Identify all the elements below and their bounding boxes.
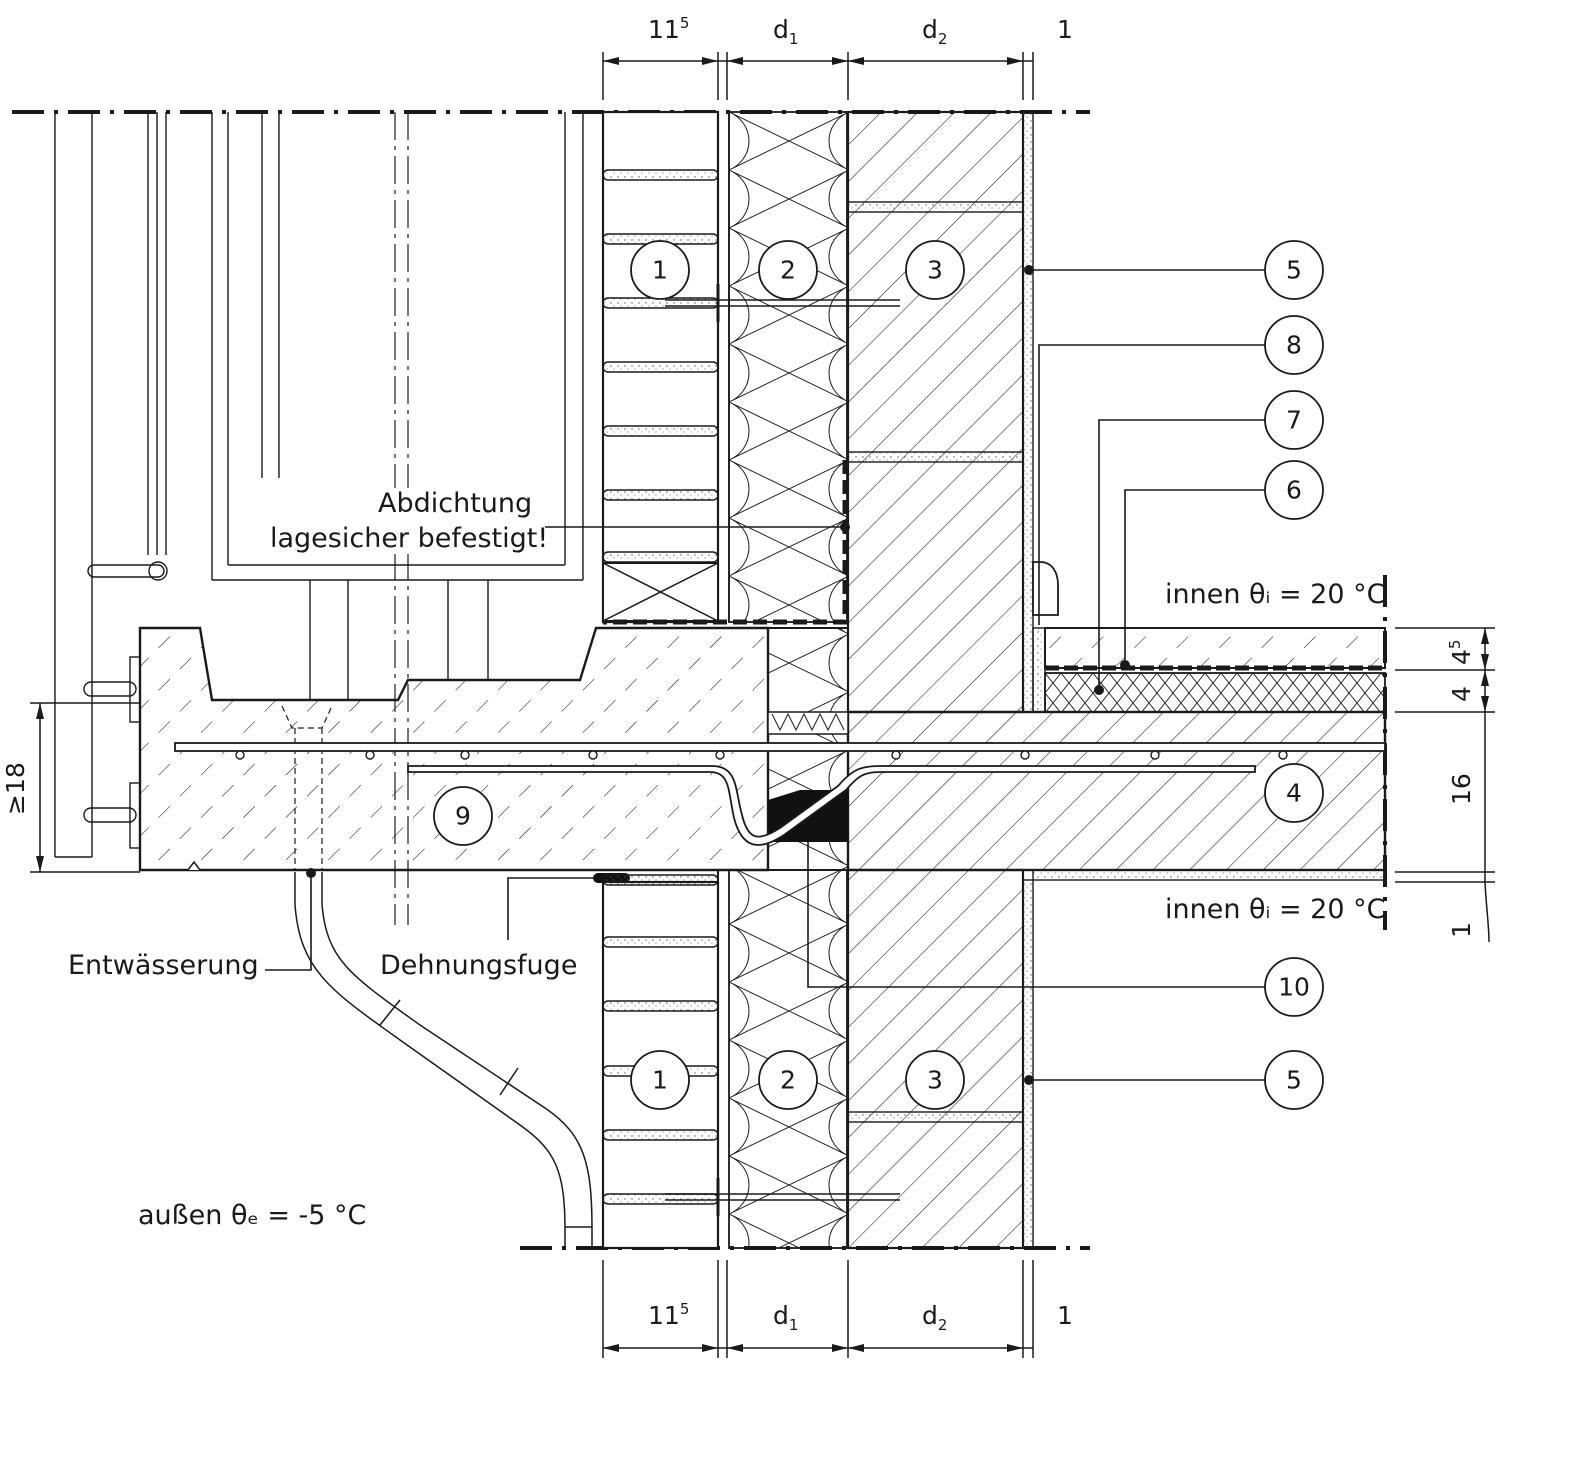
- callout-5-lower: 5: [1264, 1050, 1324, 1110]
- dim-top-1: 115: [648, 14, 689, 44]
- dim-right-1: 45: [1446, 640, 1476, 665]
- dimension-lines: [30, 52, 1495, 1358]
- callout-8: 8: [1264, 315, 1324, 375]
- svg-text:5: 5: [1286, 1066, 1302, 1095]
- svg-text:3: 3: [927, 1066, 943, 1095]
- dim-top-3: d2: [922, 15, 947, 48]
- wall-anchor-lower: [665, 1178, 900, 1216]
- upper-masonry: [846, 110, 1034, 714]
- dim-right-2: 4: [1447, 686, 1476, 702]
- callout-leader-dots: [1024, 265, 1130, 1085]
- svg-text:8: 8: [1286, 331, 1302, 360]
- wall-anchor-upper: [665, 284, 900, 322]
- sealing-leader-dot: [840, 522, 850, 532]
- dim-bottom-4: 1: [1057, 1301, 1073, 1330]
- inside-label-upper: innen θᵢ = 20 °C: [1165, 579, 1385, 610]
- callout-leaders: [807, 269, 1265, 1081]
- svg-text:4: 4: [1286, 779, 1302, 808]
- dim-left: ≥18: [1, 762, 30, 815]
- callout-1-lower: 1: [630, 1050, 690, 1110]
- svg-text:2: 2: [780, 256, 796, 285]
- dim-right-4: 1: [1447, 922, 1476, 938]
- drainage-label: Entwässerung: [68, 950, 259, 981]
- dim-bottom-1: 115: [648, 1300, 689, 1330]
- sealing-label-line1: Abdichtung: [378, 488, 532, 519]
- drainage-pipe: [294, 872, 593, 1248]
- dimension-arrows: [36, 57, 1489, 1352]
- label-backdrop: [265, 488, 530, 554]
- lower-masonry: [846, 868, 1034, 1250]
- dim-top-2: d1: [773, 15, 798, 48]
- upper-facing-brickwork: [601, 110, 720, 624]
- svg-text:6: 6: [1286, 476, 1302, 505]
- svg-text:5: 5: [1286, 256, 1302, 285]
- drainage-leader-dot: [306, 868, 316, 878]
- outside-label: außen θₑ = -5 °C: [138, 1200, 366, 1231]
- reinforcement: [174, 742, 1386, 846]
- svg-text:9: 9: [455, 802, 471, 831]
- sealing-membrane-upper: [603, 460, 848, 625]
- callout-6: 6: [1264, 460, 1324, 520]
- dim-top-4: 1: [1057, 15, 1073, 44]
- svg-text:1: 1: [652, 256, 668, 285]
- door-frame: [54, 112, 584, 858]
- expansion-joint-label: Dehnungsfuge: [380, 950, 577, 981]
- svg-text:1: 1: [652, 1066, 668, 1095]
- sealing-label-line2: lagesicher befestigt!: [270, 523, 548, 554]
- svg-text:3: 3: [927, 256, 943, 285]
- dim-bottom-3: d2: [922, 1301, 947, 1334]
- callout-2-lower: 2: [758, 1050, 818, 1110]
- expansion-joint-leader: [507, 877, 596, 940]
- callout-7: 7: [1264, 390, 1324, 450]
- drainage-leader: [265, 873, 312, 971]
- callout-9: 9: [433, 786, 493, 846]
- callout-3-upper: 3: [905, 240, 965, 300]
- svg-text:10: 10: [1278, 973, 1310, 1002]
- inside-label-lower: innen θᵢ = 20 °C: [1165, 894, 1385, 925]
- upper-insulation: [717, 111, 848, 623]
- callout-1-upper: 1: [630, 240, 690, 300]
- svg-text:7: 7: [1286, 406, 1302, 435]
- dim-bottom-2: d1: [773, 1301, 798, 1334]
- callout-2-upper: 2: [758, 240, 818, 300]
- callout-4: 4: [1264, 763, 1324, 823]
- callout-5-upper: 5: [1264, 240, 1324, 300]
- callout-3-lower: 3: [905, 1050, 965, 1110]
- svg-text:2: 2: [780, 1066, 796, 1095]
- dim-right-3: 16: [1447, 773, 1476, 805]
- callout-10: 10: [1264, 957, 1324, 1017]
